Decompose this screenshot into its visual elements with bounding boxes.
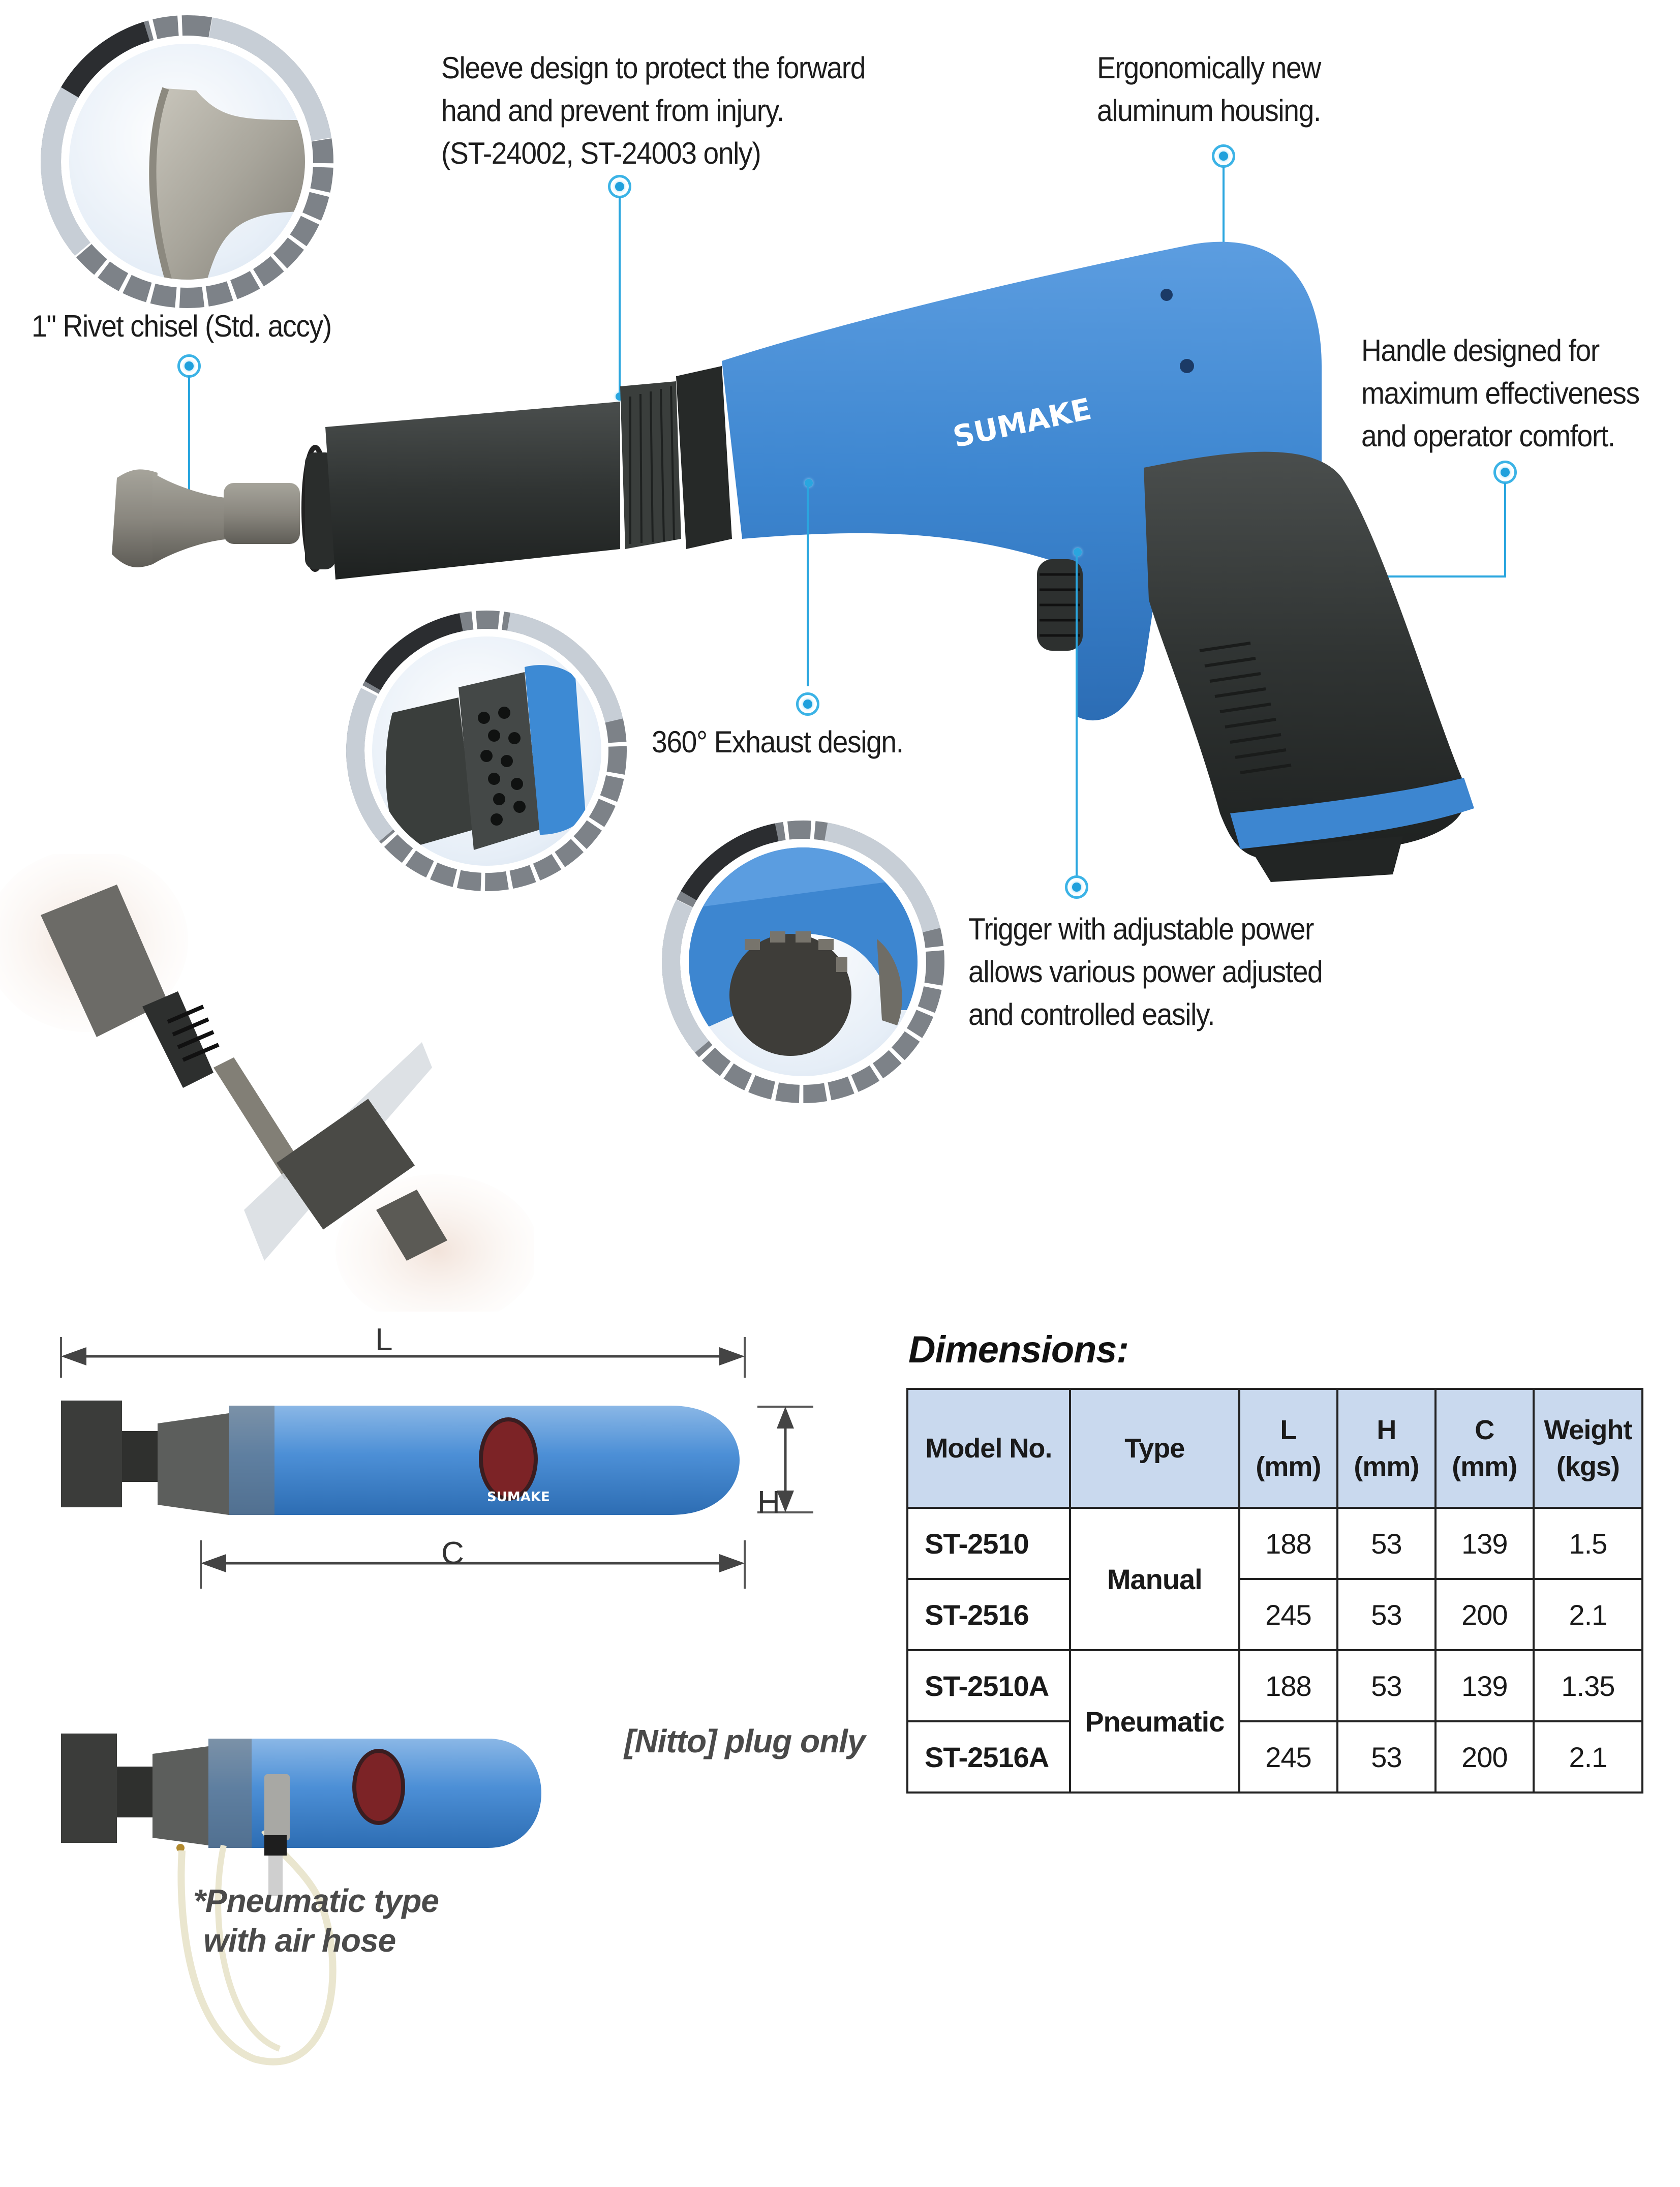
header-weight-unit: (kgs)	[1556, 1451, 1620, 1482]
cell-weight: 1.5	[1532, 1507, 1644, 1580]
callout-leader-line	[188, 376, 190, 498]
exhaust-label: 360° Exhaust design.	[652, 725, 904, 759]
pneumatic-note-line-1: *Pneumatic type	[193, 1882, 439, 1919]
header-L: L (mm)	[1238, 1388, 1338, 1509]
exhaust-ports-icon	[385, 665, 586, 850]
rivet-chisel-label: 1" Rivet chisel (Std. accy)	[32, 309, 332, 343]
cell-H: 53	[1336, 1507, 1437, 1580]
table-row: ST-2516A 245 53 200 2.1	[906, 1720, 1644, 1794]
callout-anchor-dot	[805, 479, 813, 487]
callout-marker-icon	[608, 175, 631, 198]
header-H: H (mm)	[1336, 1388, 1437, 1509]
callout-marker-icon	[177, 354, 201, 378]
cell-model: ST-2510	[906, 1507, 1071, 1580]
cell-L: 245	[1238, 1720, 1338, 1794]
segmented-ring-icon	[40, 15, 334, 309]
sleeve-line-3: (ST-24002, ST-24003 only)	[441, 136, 761, 170]
housing-line-2: aluminum housing.	[1097, 94, 1321, 128]
cell-weight: 2.1	[1532, 1578, 1644, 1651]
pneumatic-note-line-2: with air hose	[203, 1922, 396, 1959]
callout-marker-icon	[796, 692, 819, 716]
housing-callout: Ergonomically new aluminum housing.	[1097, 47, 1321, 132]
sumake-badge-logo: SUMAKE	[487, 1490, 550, 1505]
cell-L: 245	[1238, 1578, 1338, 1651]
header-C-label: C	[1475, 1415, 1494, 1445]
table-header-row: Model No. Type L (mm) H (mm) C (mm) Weight (…	[906, 1388, 1644, 1509]
callout-anchor-dot	[1074, 548, 1082, 556]
header-C-unit: (mm)	[1452, 1451, 1517, 1482]
rivet-hammer-tool-image: SUMAKE	[112, 241, 1474, 882]
callout-marker-icon	[1212, 144, 1235, 168]
cell-C: 139	[1434, 1507, 1535, 1580]
trigger-line-3: and controlled easily.	[968, 997, 1215, 1031]
dimensions-table: Model No. Type L (mm) H (mm) C (mm) Weight (…	[906, 1388, 1644, 1794]
header-L-unit: (mm)	[1256, 1451, 1321, 1482]
cell-type-pneumatic: Pneumatic	[1068, 1649, 1240, 1794]
handle-callout: Handle designed for maximum effectivenes…	[1361, 329, 1640, 458]
rivet-chisel-head-icon	[149, 87, 305, 280]
segmented-ring-icon	[346, 611, 627, 891]
callout-leader-line	[1504, 483, 1506, 578]
cell-weight: 2.1	[1532, 1720, 1644, 1794]
exhaust-inset	[346, 610, 628, 892]
pneumatic-note: *Pneumatic type with air hose	[193, 1881, 439, 1960]
sleeve-line-1: Sleeve design to protect the forward	[441, 51, 866, 85]
handle-line-2: maximum effectiveness	[1361, 376, 1640, 410]
cell-L: 188	[1238, 1649, 1338, 1722]
cell-weight: 1.35	[1532, 1649, 1644, 1722]
cell-H: 53	[1336, 1649, 1437, 1722]
header-type: Type	[1068, 1388, 1240, 1509]
header-model: Model No.	[906, 1388, 1071, 1509]
dimension-diagram-manual	[60, 1337, 813, 1589]
cell-model: ST-2510A	[906, 1649, 1071, 1722]
nitto-plug-note: [Nitto] plug only	[624, 1723, 866, 1759]
header-H-unit: (mm)	[1354, 1451, 1419, 1482]
callout-leader-line	[1223, 167, 1225, 263]
handle-line-1: Handle designed for	[1361, 333, 1600, 368]
callout-marker-icon	[1065, 875, 1088, 899]
adjustable-power-knob-icon	[689, 847, 918, 1056]
callout-leader-line	[619, 197, 621, 396]
rivet-chisel-inset	[40, 14, 334, 309]
trigger-line-2: allows various power adjusted	[968, 955, 1323, 989]
cell-L: 188	[1238, 1507, 1338, 1580]
handle-line-3: and operator comfort.	[1361, 419, 1615, 453]
trigger-line-1: Trigger with adjustable power	[968, 912, 1314, 946]
table-row: ST-2516 245 53 200 2.1	[906, 1578, 1644, 1651]
segmented-ring-icon	[662, 821, 944, 1103]
header-weight: Weight (kgs)	[1532, 1388, 1644, 1509]
header-L-label: L	[1280, 1415, 1297, 1445]
table-row: ST-2510A Pneumatic 188 53 139 1.35	[906, 1649, 1644, 1794]
cell-C: 200	[1434, 1720, 1535, 1794]
trigger-callout: Trigger with adjustable power allows var…	[968, 908, 1323, 1036]
callout-marker-icon	[1493, 461, 1517, 484]
dimension-diagram-pneumatic	[61, 1734, 541, 2066]
dimension-label-L: L	[375, 1322, 393, 1357]
cell-model: ST-2516	[906, 1578, 1071, 1651]
dimension-label-H: H	[757, 1485, 780, 1520]
cell-model: ST-2516A	[906, 1720, 1071, 1794]
callout-leader-line	[1372, 575, 1506, 578]
cell-type-manual: Manual	[1068, 1507, 1240, 1651]
table-row: ST-2510 Manual 188 53 139 1.5	[906, 1507, 1644, 1651]
usage-photo-hands	[0, 854, 534, 1312]
dimensions-title: Dimensions:	[908, 1328, 1129, 1371]
callout-leader-line	[1076, 552, 1078, 877]
cell-H: 53	[1336, 1720, 1437, 1794]
trigger-inset	[661, 819, 945, 1104]
cell-H: 53	[1336, 1578, 1437, 1651]
cell-C: 200	[1434, 1578, 1535, 1651]
header-H-label: H	[1377, 1415, 1396, 1445]
callout-leader-line	[807, 483, 809, 686]
header-C: C (mm)	[1434, 1388, 1535, 1509]
cell-C: 139	[1434, 1649, 1535, 1722]
housing-line-1: Ergonomically new	[1097, 51, 1321, 85]
header-weight-label: Weight	[1544, 1415, 1632, 1445]
sleeve-callout: Sleeve design to protect the forward han…	[441, 47, 866, 175]
sleeve-line-2: hand and prevent from injury.	[441, 94, 784, 128]
dimension-label-C: C	[441, 1536, 464, 1571]
